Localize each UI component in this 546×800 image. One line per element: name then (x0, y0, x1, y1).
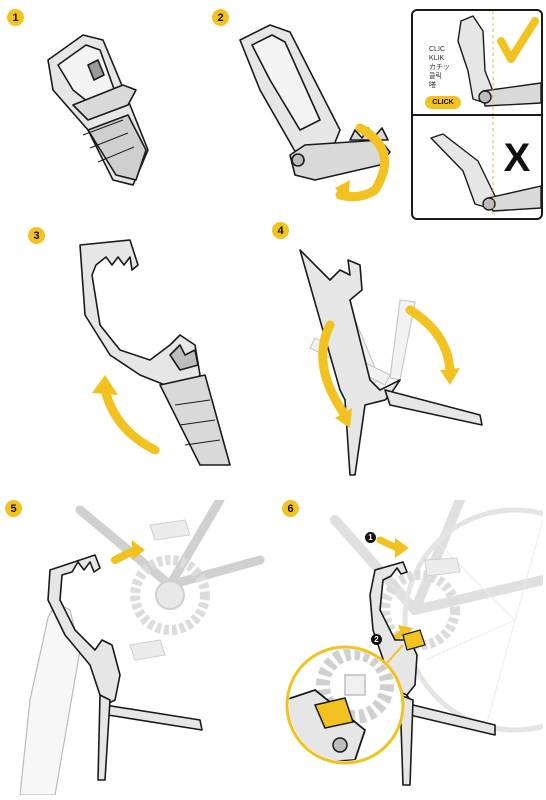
rotate-left-arrow-icon (318, 320, 350, 420)
chainring-ghost (130, 555, 210, 635)
click-label: CLICK (425, 96, 461, 109)
lift-arrow-icon (100, 385, 160, 455)
step-badge-1: 1 (7, 9, 24, 26)
inset-divider (413, 114, 541, 116)
direction-arrow-icon (111, 546, 139, 564)
step-2-illustration (239, 24, 391, 202)
step-badge-3: 3 (28, 227, 45, 244)
bike-frame-ghost (75, 500, 265, 590)
callout-1: 1 (365, 532, 376, 543)
wrong-mark: X (504, 136, 531, 180)
step-5-illustration (20, 500, 265, 795)
click-word: カチッ (429, 64, 450, 71)
click-word: 嗒 (429, 82, 436, 89)
hand-arm-ghost (20, 605, 81, 795)
chainring-ghost (380, 570, 460, 650)
step-badge-6: 6 (282, 500, 299, 517)
rotate-right-arrow-icon (405, 305, 455, 380)
step-badge-5: 5 (5, 500, 22, 517)
callout-2: 2 (371, 634, 382, 645)
click-word: 클릭 (429, 73, 442, 80)
correct-position-illustration (457, 11, 541, 114)
rotate-arrow-icon (335, 123, 390, 202)
step-1-illustration (47, 34, 149, 186)
direction-arrow-icon (376, 536, 401, 552)
click-word-list: CLIC KLIK カチッ 클릭 嗒 (429, 45, 450, 90)
step-badge-2: 2 (212, 9, 229, 26)
step-badge-4: 4 (272, 222, 289, 239)
step-4-illustration (299, 249, 483, 476)
click-clip-highlight (402, 629, 426, 651)
step-6-illustration (285, 500, 543, 786)
click-word: CLIC (429, 46, 445, 53)
incorrect-position-illustration: X (430, 116, 541, 218)
rear-wheel-ghost (402, 507, 543, 733)
step-3-illustration (79, 239, 231, 466)
check-icon (497, 17, 539, 63)
bike-frame-ghost (330, 500, 543, 615)
click-word: KLIK (429, 55, 445, 62)
click-inset-panel: CLIC KLIK カチッ 클릭 嗒 CLICK X (411, 9, 543, 220)
